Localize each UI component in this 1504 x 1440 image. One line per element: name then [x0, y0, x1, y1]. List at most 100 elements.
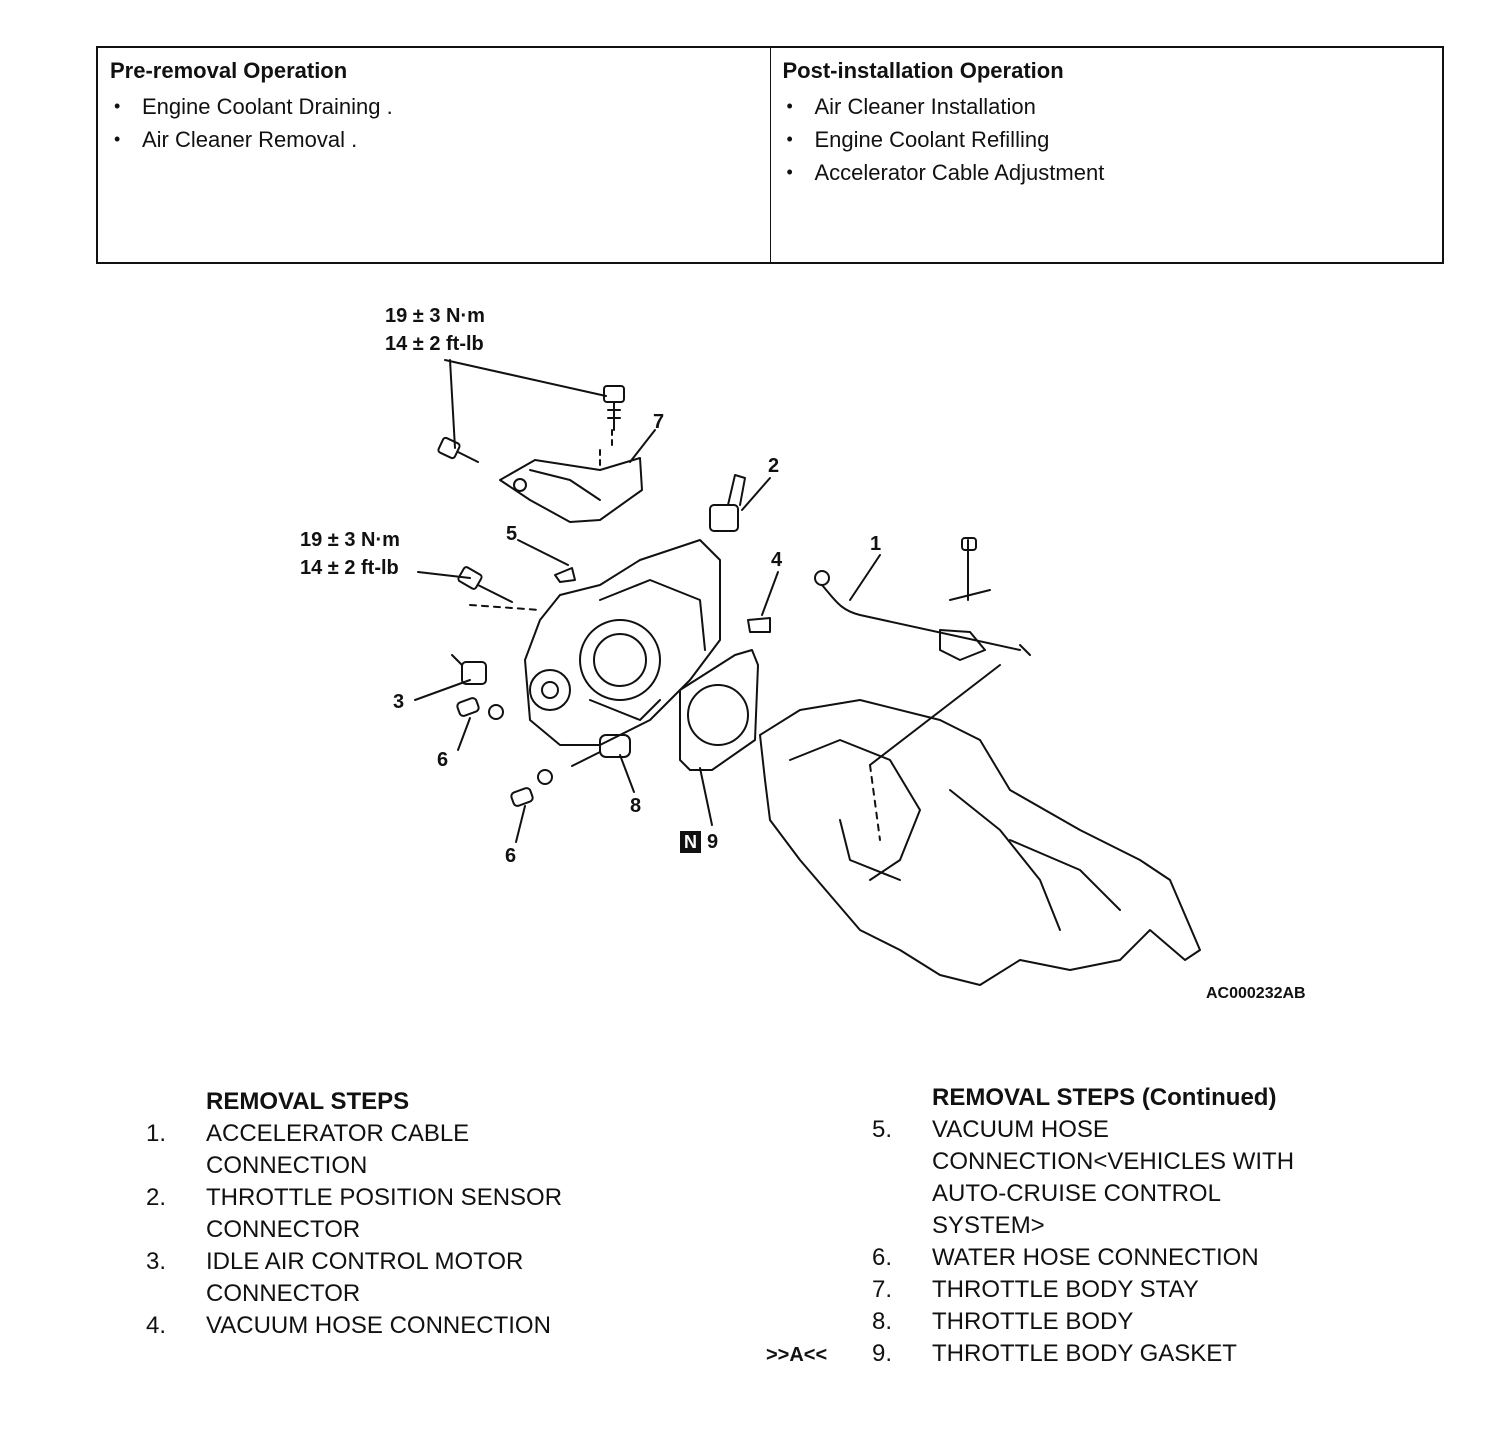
- leader-line: [869, 764, 881, 841]
- leader-line: [699, 767, 713, 826]
- torque-imperial: 14 ± 2 ft-lb: [300, 557, 399, 579]
- torque-metric: 19 ± 3 N·m: [385, 305, 485, 327]
- removal-steps-left: REMOVAL STEPS 1. ACCELERATOR CABLE CONNE…: [146, 1086, 562, 1342]
- operation-table: Pre-removal Operation Engine Coolant Dra…: [96, 46, 1444, 264]
- leader-line: [414, 679, 471, 701]
- step-line: VACUUM HOSE: [932, 1116, 1109, 1143]
- removal-step: 8. THROTTLE BODY: [872, 1306, 1294, 1338]
- post-installation-item: Air Cleaner Installation: [783, 90, 1431, 123]
- leader-line: [761, 571, 779, 616]
- step-reference-mark: >>A<<: [766, 1344, 828, 1366]
- removal-step: 4. VACUUM HOSE CONNECTION: [146, 1310, 562, 1342]
- callout-9-number: 9: [707, 831, 719, 853]
- step-line: CONNECTION<VEHICLES WITH: [932, 1148, 1295, 1175]
- step-number: 5.: [872, 1116, 893, 1143]
- callout-1: 1: [870, 533, 882, 555]
- figure-id: AC000232AB: [1206, 985, 1306, 1002]
- step-text: VACUUM HOSE CONNECTION: [206, 1310, 551, 1342]
- step-line: CONNECTOR: [206, 1280, 361, 1307]
- post-installation-heading: Post-installation Operation: [782, 58, 1064, 83]
- callout-6b: 6: [505, 845, 517, 867]
- post-installation-item: Accelerator Cable Adjustment: [783, 156, 1431, 189]
- step-line: THROTTLE BODY: [932, 1308, 1134, 1335]
- leader-line: [515, 805, 526, 843]
- step-line: THROTTLE BODY STAY: [932, 1276, 1199, 1303]
- removal-steps-right: REMOVAL STEPS (Continued) 5. VACUUM HOSE…: [872, 1082, 1294, 1370]
- step-line: WATER HOSE CONNECTION: [932, 1244, 1259, 1271]
- step-line: ACCELERATOR CABLE: [206, 1120, 470, 1147]
- leader-line: [619, 754, 635, 793]
- step-number: 3.: [146, 1248, 167, 1275]
- leader-line: [629, 429, 656, 463]
- step-line: AUTO-CRUISE CONTROL: [932, 1180, 1221, 1207]
- leader-line: [457, 717, 471, 751]
- removal-steps-title: REMOVAL STEPS: [206, 1088, 410, 1115]
- callout-7: 7: [653, 411, 665, 433]
- callout-8: 8: [630, 795, 642, 817]
- removal-step: 5. VACUUM HOSE CONNECTION<VEHICLES WITH …: [872, 1114, 1294, 1242]
- diagram-drawing: [414, 359, 1201, 986]
- leader-line: [417, 571, 471, 579]
- removal-step: 2. THROTTLE POSITION SENSOR CONNECTOR: [146, 1182, 562, 1246]
- step-number: 2.: [146, 1184, 167, 1211]
- post-installation-column: Post-installation Operation Air Cleaner …: [769, 48, 1443, 262]
- throttle-body-gasket-icon: [679, 649, 759, 771]
- removal-step: 3. IDLE AIR CONTROL MOTOR CONNECTOR: [146, 1246, 562, 1310]
- throttle-body-bolt-icon: [457, 566, 541, 611]
- leader-line: [741, 477, 771, 511]
- throttle-body-diagram: 19 ± 3 N·m 14 ± 2 ft-lb 19 ± 3 N·m 14 ± …: [0, 290, 1504, 1030]
- step-text: THROTTLE BODY: [932, 1306, 1133, 1338]
- step-number: 7.: [872, 1276, 893, 1303]
- leader-line: [869, 664, 1001, 766]
- pre-removal-item: Engine Coolant Draining .: [110, 90, 758, 123]
- callout-4: 4: [771, 549, 783, 571]
- removal-step: 1. ACCELERATOR CABLE CONNECTION: [146, 1118, 562, 1182]
- torque-imperial: 14 ± 2 ft-lb: [385, 333, 484, 355]
- step-text: WATER HOSE CONNECTION: [932, 1242, 1259, 1274]
- step-text: THROTTLE BODY STAY: [932, 1274, 1199, 1306]
- step-text: THROTTLE POSITION SENSOR CONNECTOR: [206, 1182, 562, 1246]
- throttle-body-icon: [524, 539, 721, 758]
- step-number: 9.: [872, 1340, 893, 1367]
- post-installation-item: Engine Coolant Refilling: [783, 123, 1431, 156]
- removal-step: 7. THROTTLE BODY STAY: [872, 1274, 1294, 1306]
- iac-connector-icon: [451, 654, 487, 685]
- water-hose-icon: [456, 697, 601, 807]
- tps-connector-icon: [709, 474, 746, 532]
- step-line: IDLE AIR CONTROL MOTOR: [206, 1248, 524, 1275]
- torque-spec-mid: 19 ± 3 N·m 14 ± 2 ft-lb: [300, 526, 400, 582]
- step-line: THROTTLE POSITION SENSOR: [206, 1184, 563, 1211]
- callout-6: 6: [437, 749, 449, 771]
- stay-bolt-icon: [603, 385, 625, 431]
- leader-line: [449, 359, 456, 449]
- vacuum-nipple-icon: [747, 617, 771, 633]
- step-text: VACUUM HOSE CONNECTION<VEHICLES WITH AUT…: [932, 1114, 1294, 1242]
- step-line: THROTTLE BODY GASKET: [932, 1340, 1237, 1367]
- leader-line: [517, 539, 569, 566]
- step-text: THROTTLE BODY GASKET: [932, 1338, 1237, 1370]
- removal-steps-continued-title: REMOVAL STEPS (Continued): [932, 1084, 1277, 1111]
- pre-removal-heading: Pre-removal Operation: [110, 58, 348, 83]
- intake-manifold-icon: [759, 699, 1201, 986]
- pre-removal-item: Air Cleaner Removal .: [110, 123, 758, 156]
- removal-step: 9. THROTTLE BODY GASKET: [872, 1338, 1294, 1370]
- n-badge: N: [680, 831, 701, 853]
- step-line: CONNECTOR: [206, 1216, 361, 1243]
- step-number: 6.: [872, 1244, 893, 1271]
- pre-removal-column: Pre-removal Operation Engine Coolant Dra…: [98, 48, 770, 262]
- removal-step: 6. WATER HOSE CONNECTION: [872, 1242, 1294, 1274]
- step-text: ACCELERATOR CABLE CONNECTION: [206, 1118, 469, 1182]
- leader-line: [444, 359, 607, 397]
- callout-5: 5: [506, 523, 518, 545]
- callout-2: 2: [768, 455, 780, 477]
- torque-spec-top: 19 ± 3 N·m 14 ± 2 ft-lb: [385, 302, 485, 358]
- vacuum-hose-icon: [554, 567, 576, 583]
- accelerator-cable-icon: [814, 537, 1031, 661]
- pre-removal-list: Engine Coolant Draining . Air Cleaner Re…: [110, 90, 758, 156]
- step-line: SYSTEM>: [932, 1212, 1045, 1239]
- step-number: 8.: [872, 1308, 893, 1335]
- throttle-body-stay-icon: [499, 429, 643, 523]
- post-installation-list: Air Cleaner Installation Engine Coolant …: [783, 90, 1431, 189]
- step-number: 4.: [146, 1312, 167, 1339]
